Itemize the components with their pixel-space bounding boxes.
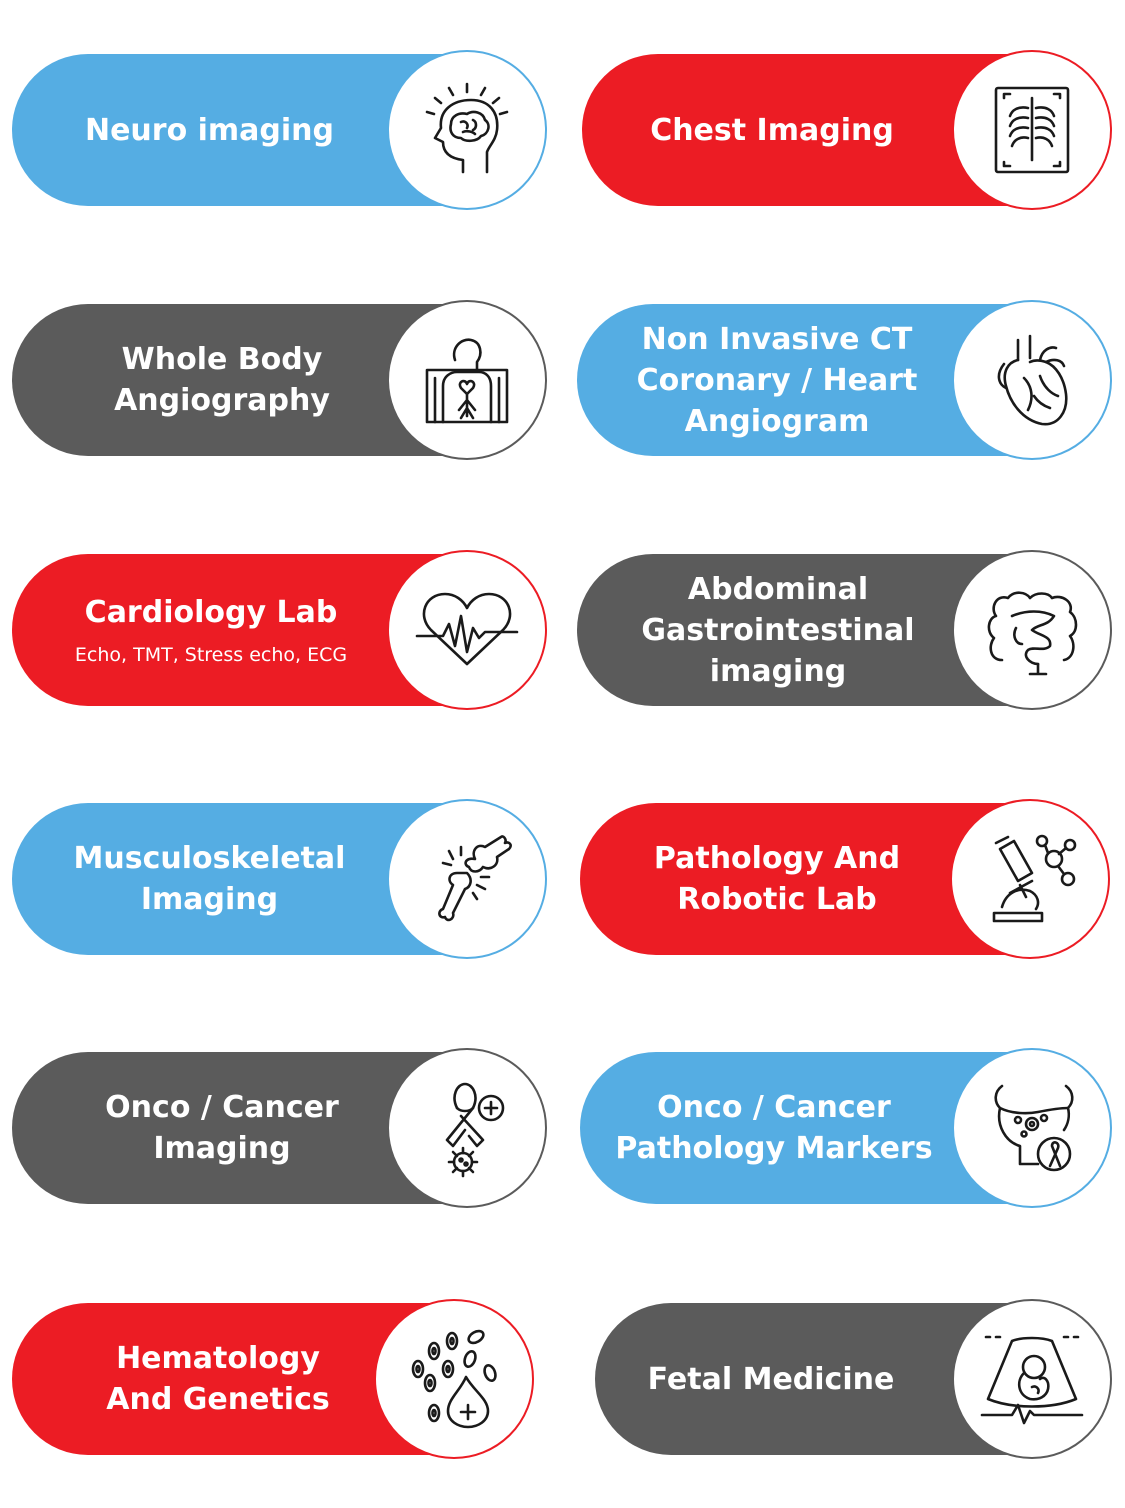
card-title-line: Whole Body (121, 342, 323, 377)
card-label: Non Invasive CT Coronary / Heart Angiogr… (577, 304, 977, 456)
icon-circle (952, 50, 1112, 210)
card-chest[interactable]: Chest Imaging (582, 50, 1112, 210)
icon-circle (387, 550, 547, 710)
card-title-line: Fetal Medicine (647, 1361, 895, 1397)
card-title-line: Onco / Cancer (657, 1090, 891, 1125)
card-label: Fetal Medicine (595, 1303, 947, 1455)
fetus-ultrasound-icon (982, 1329, 1082, 1429)
card-label: Abdominal Gastrointestinal imaging (577, 554, 979, 706)
intestine-icon (982, 580, 1082, 680)
card-title-line: Onco / Cancer (105, 1090, 339, 1125)
card-title-line: Hematology (116, 1341, 320, 1376)
card-neuro[interactable]: Neuro imaging (12, 50, 547, 210)
card-title-line: Neuro imaging (84, 112, 335, 148)
card-title-line: Musculoskeletal (73, 841, 346, 876)
card-title-line: Chest Imaging (650, 112, 894, 148)
icon-circle (952, 300, 1112, 460)
icon-circle (952, 1048, 1112, 1208)
card-label: Whole Body Angiography (12, 304, 432, 456)
card-label: Cardiology Lab Echo, TMT, Stress echo, E… (12, 554, 410, 706)
cancer-ribbon-icon (417, 1078, 517, 1178)
card-ct-coronary[interactable]: Non Invasive CT Coronary / Heart Angiogr… (577, 300, 1112, 460)
card-title-line: Non Invasive CT (641, 321, 913, 357)
chest-xray-icon (982, 80, 1082, 180)
card-title-line: And Genetics (106, 1382, 330, 1417)
card-label: Onco / Cancer Imaging (12, 1052, 432, 1204)
card-title-line: Abdominal (687, 571, 869, 607)
bone-joint-icon (417, 829, 517, 929)
card-title-line: Angiogram (684, 403, 870, 439)
card-label: Neuro imaging (12, 54, 407, 206)
card-title-line: Pathology Markers (615, 1131, 933, 1166)
card-onco-pathology[interactable]: Onco / Cancer Pathology Markers (580, 1048, 1112, 1208)
card-title-line: Pathology And (653, 841, 901, 876)
icon-circle (952, 550, 1112, 710)
blood-cells-icon (404, 1329, 504, 1429)
card-whole-body[interactable]: Whole Body Angiography (12, 300, 547, 460)
card-subtitle: Echo, TMT, Stress echo, ECG (74, 643, 348, 666)
icon-circle (952, 1299, 1112, 1459)
card-title-line: Robotic Lab (677, 882, 877, 917)
bladder-ribbon-icon (982, 1078, 1082, 1178)
icon-circle (387, 300, 547, 460)
icon-circle (950, 799, 1110, 959)
card-title-line: Imaging (153, 1131, 291, 1166)
card-label: Chest Imaging (582, 54, 962, 206)
microscope-icon (980, 829, 1080, 929)
card-pathology[interactable]: Pathology And Robotic Lab (580, 799, 1110, 959)
card-title-line: Cardiology Lab (84, 594, 338, 630)
card-title-line: imaging (709, 653, 847, 689)
heart-organ-icon (982, 330, 1082, 430)
card-title-line: Gastrointestinal (641, 612, 915, 648)
icon-circle (387, 1048, 547, 1208)
card-abdominal[interactable]: Abdominal Gastrointestinal imaging (577, 550, 1112, 710)
card-musculo[interactable]: Musculoskeletal Imaging (12, 799, 547, 959)
heartbeat-icon (417, 580, 517, 680)
card-hematology[interactable]: Hematology And Genetics (12, 1299, 534, 1459)
icon-circle (387, 799, 547, 959)
body-scan-icon (417, 330, 517, 430)
card-label: Hematology And Genetics (12, 1303, 424, 1455)
card-title-line: Angiography (114, 383, 330, 418)
card-fetal[interactable]: Fetal Medicine (595, 1299, 1112, 1459)
card-label: Onco / Cancer Pathology Markers (580, 1052, 968, 1204)
card-cardiology[interactable]: Cardiology Lab Echo, TMT, Stress echo, E… (12, 550, 547, 710)
card-label: Musculoskeletal Imaging (12, 803, 407, 955)
brain-head-icon (417, 80, 517, 180)
icon-circle (374, 1299, 534, 1459)
card-title-line: Coronary / Heart (636, 362, 918, 398)
card-label: Pathology And Robotic Lab (580, 803, 974, 955)
icon-circle (387, 50, 547, 210)
card-title-line: Imaging (140, 882, 279, 917)
card-onco-imaging[interactable]: Onco / Cancer Imaging (12, 1048, 547, 1208)
